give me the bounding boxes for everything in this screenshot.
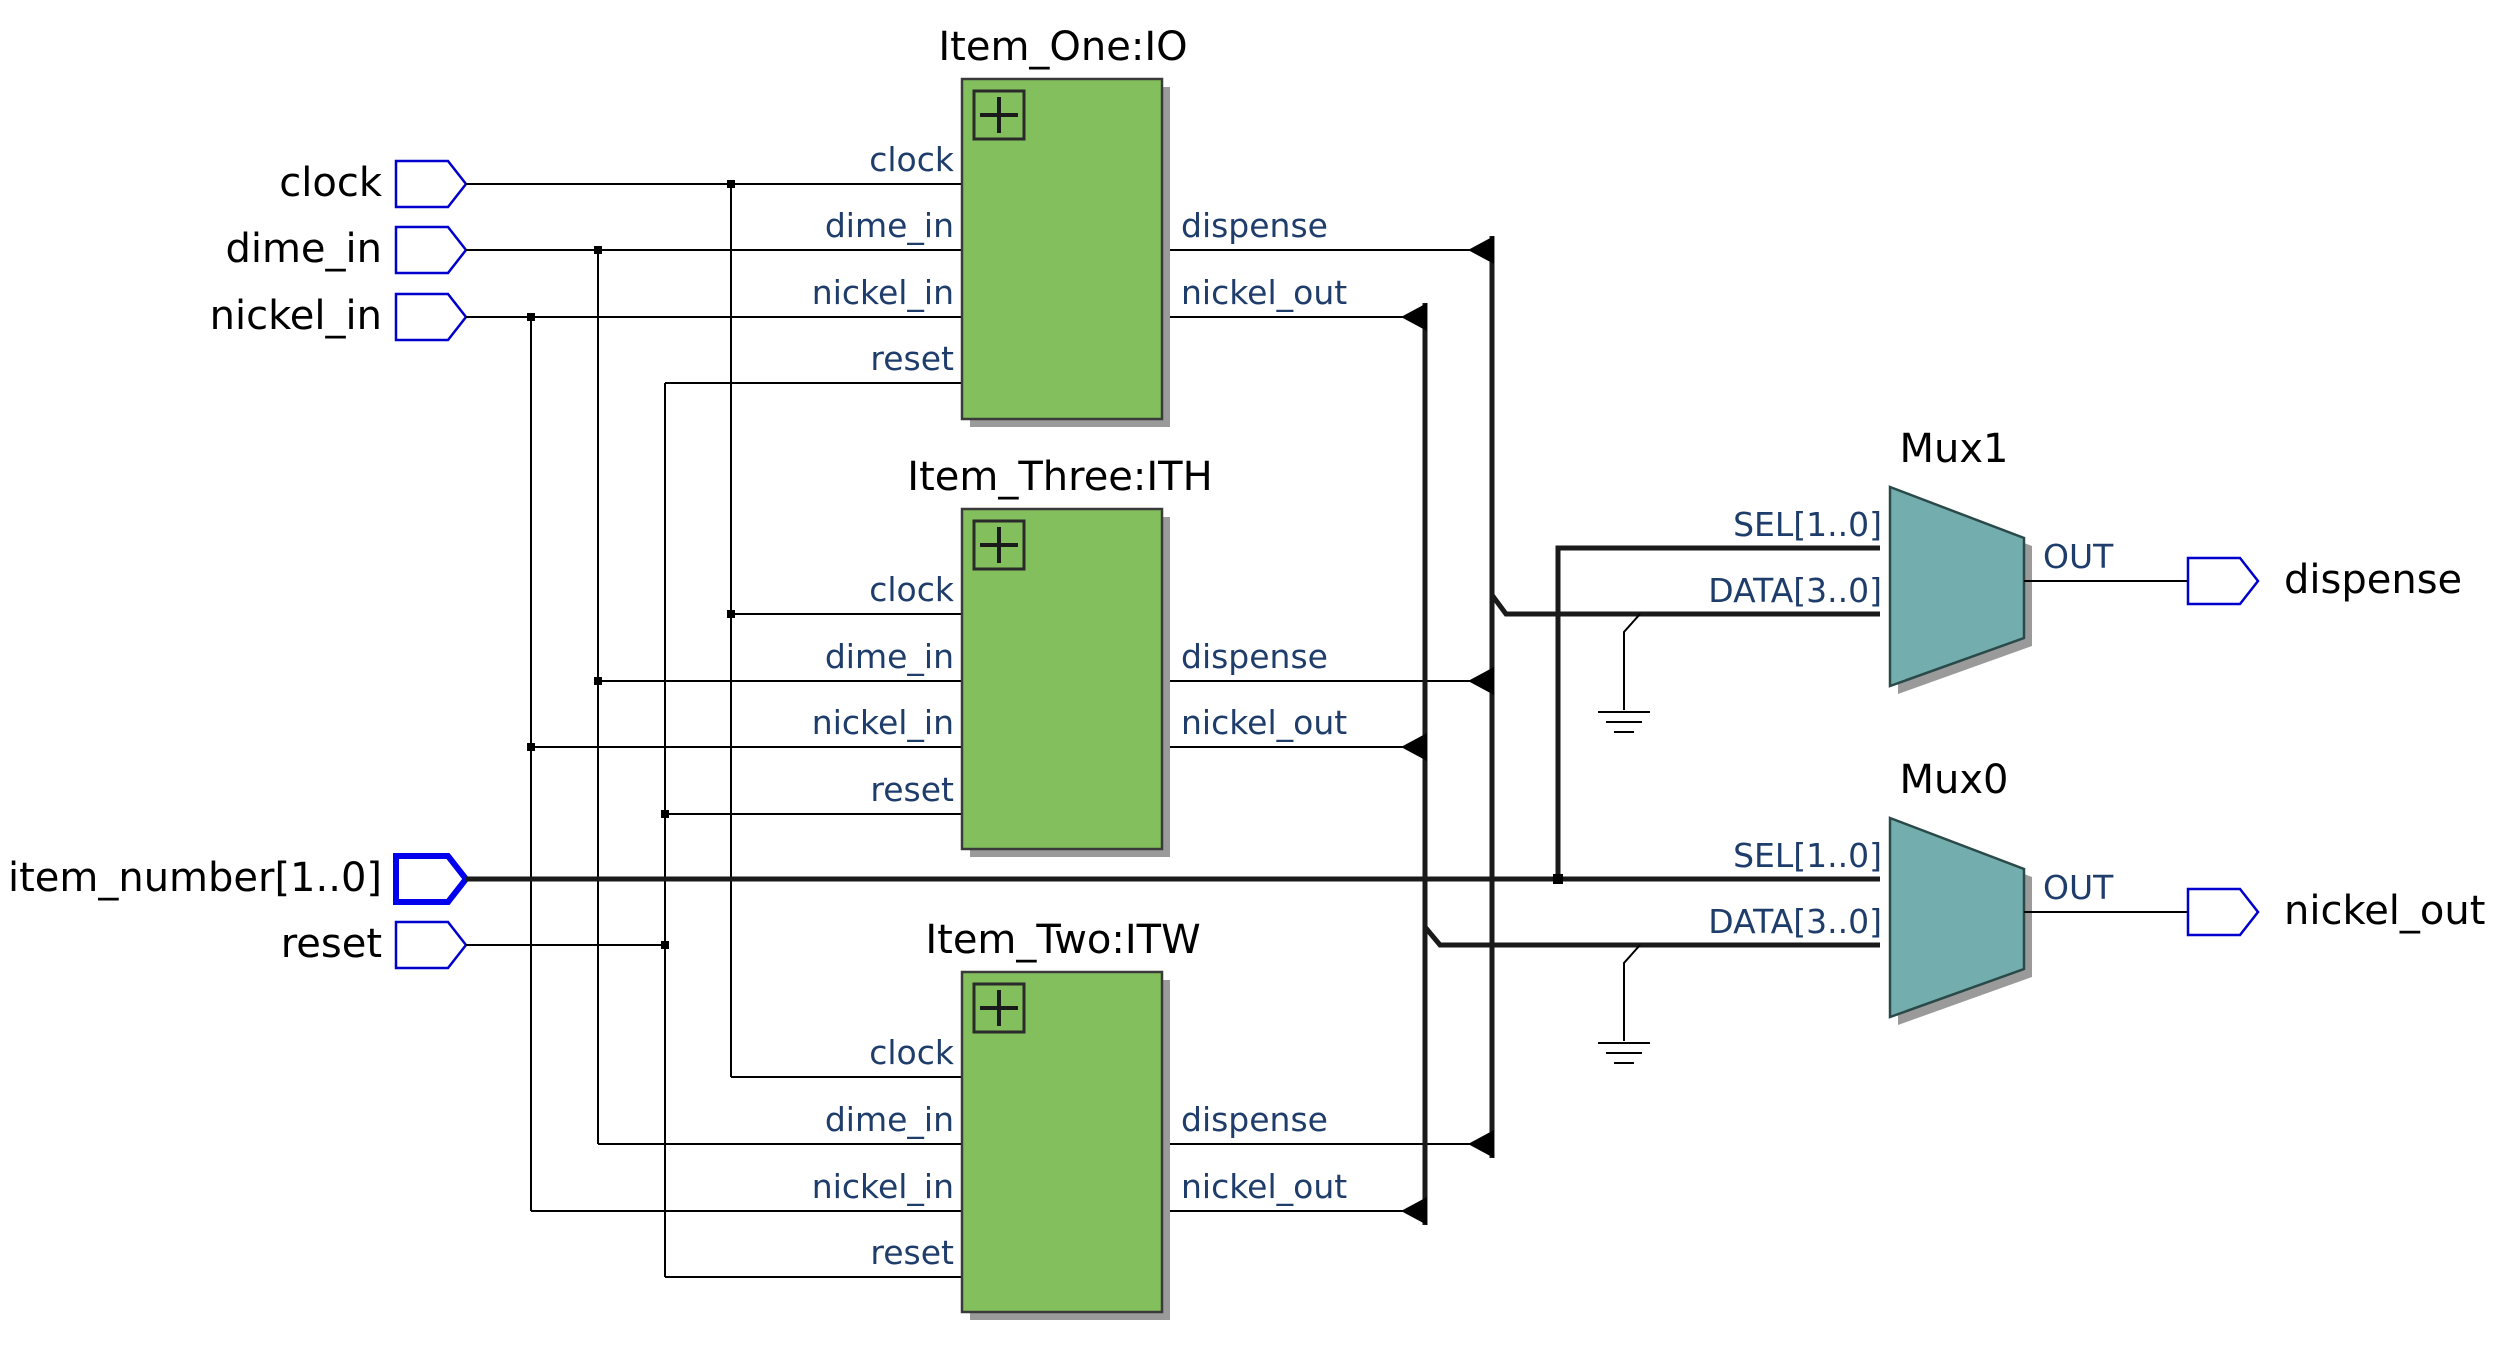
instance-item-two[interactable]: Item_Two:ITW clock dime_in nickel_in res… <box>812 917 1347 1320</box>
expand-icon[interactable] <box>972 982 1026 1034</box>
port-label-nickel-out: nickel_out <box>1181 1167 1347 1206</box>
port-label-clock: clock <box>869 570 955 609</box>
port-label-dime-in: dime_in <box>825 206 954 245</box>
mux-title: Mux1 <box>1900 426 2009 472</box>
port-label-reset: reset <box>870 770 954 809</box>
wire-dispense-bus <box>1129 236 1880 1158</box>
output-port-nickel-out[interactable]: nickel_out <box>2186 887 2485 937</box>
mux-out-label: OUT <box>2043 537 2114 576</box>
port-label-nickel-out: nickel_out <box>1181 703 1347 742</box>
port-label-dispense: dispense <box>1181 637 1328 676</box>
wire-reset <box>466 382 996 1278</box>
mux-data-label: DATA[3..0] <box>1708 571 1882 610</box>
port-label-dispense: dispense <box>1181 206 1328 245</box>
port-label-clock: clock <box>869 1033 955 1072</box>
mux-title: Mux0 <box>1900 757 2009 803</box>
input-label-dime-in: dime_in <box>225 226 382 272</box>
instance-title: Item_Two:ITW <box>925 917 1200 963</box>
port-label-nickel-in: nickel_in <box>812 703 954 742</box>
mux-out-label: OUT <box>2043 868 2114 907</box>
output-port-dispense[interactable]: dispense <box>2186 556 2462 606</box>
port-label-nickel-in: nickel_in <box>812 1167 954 1206</box>
input-label-item-number: item_number[1..0] <box>8 855 382 901</box>
instance-item-one[interactable]: Item_One:IO clock dime_in nickel_in rese… <box>812 24 1347 427</box>
expand-icon[interactable] <box>972 89 1026 141</box>
ground-symbol <box>1598 613 1650 733</box>
input-label-nickel-in: nickel_in <box>210 293 382 339</box>
output-label-dispense: dispense <box>2284 557 2462 603</box>
wire-clock <box>466 180 996 1078</box>
input-port-nickel-in[interactable]: nickel_in <box>210 292 468 342</box>
mux-data-label: DATA[3..0] <box>1708 902 1882 941</box>
port-label-clock: clock <box>869 140 955 179</box>
input-label-reset: reset <box>281 921 382 967</box>
wire-item-number <box>466 545 1880 884</box>
port-label-dime-in: dime_in <box>825 637 954 676</box>
wire-nickel-out-bus <box>1129 303 1880 1225</box>
instance-item-three[interactable]: Item_Three:ITH clock dime_in nickel_in r… <box>812 454 1347 857</box>
ground-symbol <box>1598 944 1650 1064</box>
port-label-nickel-out: nickel_out <box>1181 273 1347 312</box>
instance-title: Item_Three:ITH <box>907 454 1212 500</box>
input-port-item-number[interactable]: item_number[1..0] <box>8 853 470 905</box>
port-label-nickel-in: nickel_in <box>812 273 954 312</box>
port-label-dispense: dispense <box>1181 1100 1328 1139</box>
instance-title: Item_One:IO <box>938 24 1187 70</box>
mux-sel-label: SEL[1..0] <box>1733 836 1882 875</box>
expand-icon[interactable] <box>972 519 1026 571</box>
port-label-reset: reset <box>870 339 954 378</box>
input-port-reset[interactable]: reset <box>281 920 468 970</box>
port-label-reset: reset <box>870 1233 954 1272</box>
output-label-nickel-out: nickel_out <box>2284 888 2485 934</box>
mux-sel-label: SEL[1..0] <box>1733 505 1882 544</box>
port-label-dime-in: dime_in <box>825 1100 954 1139</box>
mux-0[interactable]: Mux0 SEL[1..0] DATA[3..0] OUT <box>1708 757 2188 1025</box>
mux-1[interactable]: Mux1 SEL[1..0] DATA[3..0] OUT <box>1708 426 2188 694</box>
input-label-clock: clock <box>279 160 383 206</box>
wire-nickel-in <box>466 313 996 1212</box>
input-port-clock[interactable]: clock <box>279 159 468 209</box>
input-port-dime-in[interactable]: dime_in <box>225 225 468 275</box>
